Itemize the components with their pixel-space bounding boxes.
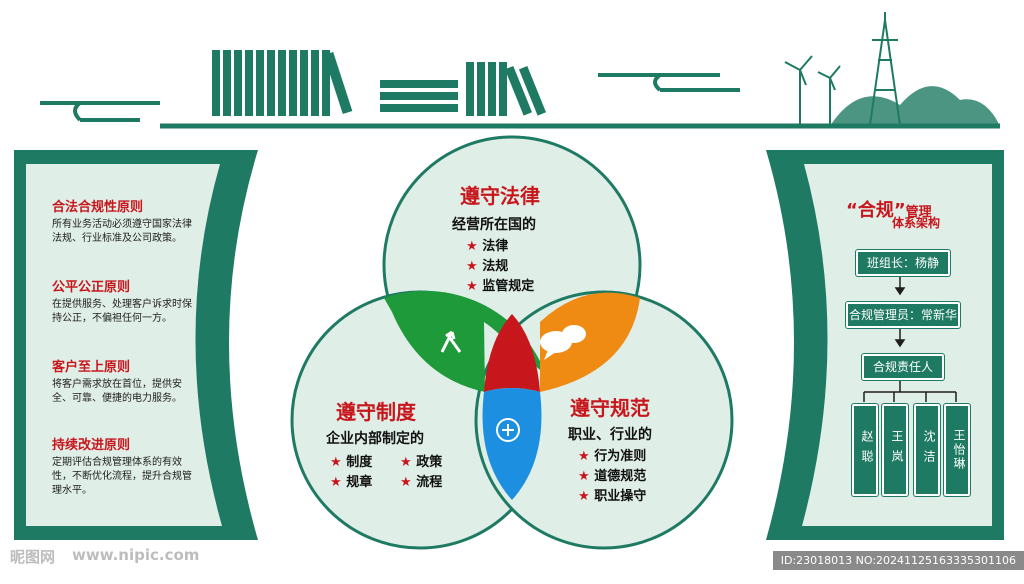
list-item: 监管规定 [482, 279, 535, 294]
circle-title: 遵守规范 [570, 396, 650, 420]
person-box: 王怡琳 [944, 404, 970, 496]
principle-body: 将客户需求放在首位，提供安全、可靠、便捷的电力服务。 [52, 379, 182, 404]
plus-icon [496, 418, 520, 442]
principle-title: 合法合规性原则 [52, 200, 144, 215]
list-item: 制度 [346, 455, 373, 470]
circle-title: 遵守制度 [336, 400, 416, 424]
org-connectors [863, 274, 957, 402]
org-title-quote: “合规” [846, 200, 906, 221]
overlap-orange [540, 292, 640, 392]
responsible-box: 合规责任人 [862, 354, 944, 380]
list-item: 职业操守 [594, 489, 647, 504]
star-icon: ★ [330, 455, 342, 470]
books-icon [212, 50, 547, 116]
star-icon: ★ [400, 455, 412, 470]
chat-bubbles-icon [540, 325, 586, 360]
circle-subtitle: 职业、行业的 [568, 427, 652, 443]
star-icon: ★ [466, 259, 478, 274]
star-icon: ★ [466, 239, 478, 254]
star-icon: ★ [466, 279, 478, 294]
person-box: 赵聪 [852, 404, 878, 496]
watermark-url: www.nipic.com [72, 546, 200, 564]
team-leader-box: 班组长：杨静 [856, 250, 950, 276]
star-icon: ★ [330, 475, 342, 490]
star-icon: ★ [578, 469, 590, 484]
list-item: 行为准则 [594, 449, 647, 464]
power-tower-icon [784, 12, 901, 126]
principle-title: 公平公正原则 [52, 280, 131, 295]
compliance-manager-box: 合规管理员：常新华 [846, 302, 960, 328]
org-title: “合规”管理 [846, 196, 932, 222]
mountain-icon [830, 86, 1000, 126]
list-item: 法律 [482, 239, 509, 254]
overlap-red [484, 314, 540, 392]
star-icon: ★ [400, 475, 412, 490]
circle-subtitle: 企业内部制定的 [326, 431, 424, 447]
org-title-rest: 管理 [905, 205, 932, 220]
list-item: 政策 [416, 455, 443, 470]
org-title-line2: 体系架构 [892, 216, 941, 230]
person-box: 沈洁 [914, 404, 940, 496]
arrows-icon [440, 330, 462, 353]
person-box: 王岚 [882, 404, 908, 496]
list-item: 法规 [482, 259, 509, 274]
principle-body: 所有业务活动必须遵守国家法律法规、行业标准及公司政策。 [52, 219, 192, 244]
principle-body: 定期评估合规管理体系的有效性，不断优化流程，提升合规管理水平。 [52, 457, 192, 496]
watermark-id: ID:23018013 NO:20241125163335301106 [772, 551, 1024, 570]
principle-title: 客户至上原则 [52, 360, 131, 375]
principle-body: 在提供服务、处理客户诉求时保持公正，不偏袒任何一方。 [52, 299, 192, 324]
list-item: 道德规范 [594, 469, 647, 484]
circle-subtitle: 经营所在国的 [452, 217, 536, 233]
star-icon: ★ [578, 449, 590, 464]
circle-title: 遵守法律 [460, 184, 540, 208]
list-item: 规章 [346, 475, 373, 490]
principle-title: 持续改进原则 [52, 438, 131, 453]
star-icon: ★ [578, 489, 590, 504]
watermark-logo: 昵图网 [10, 548, 56, 566]
overlap-green-full [384, 292, 485, 392]
list-item: 流程 [416, 475, 443, 490]
overlap-blue [482, 388, 542, 500]
